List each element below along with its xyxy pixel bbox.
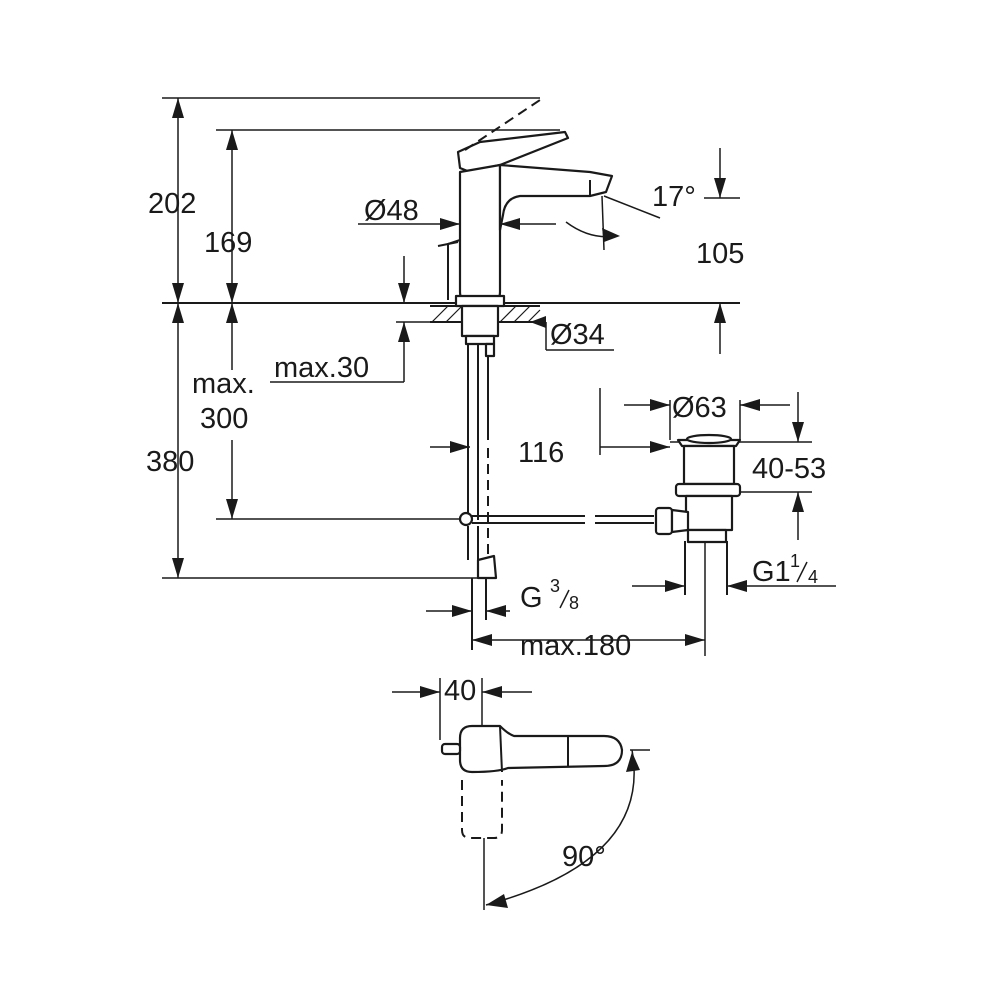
label-40: 40 — [444, 675, 476, 707]
label-300: 300 — [200, 403, 248, 435]
label-17-deg: 17° — [652, 181, 696, 213]
dimension-max-30: max.30 — [270, 256, 440, 384]
label-g1-num: 1 — [790, 551, 800, 571]
label-max-180: max.180 — [520, 630, 631, 662]
dimension-d63: Ø63 — [624, 392, 790, 440]
dimension-max-180: max.180 — [472, 541, 706, 662]
label-g: G — [520, 582, 543, 614]
label-d63: Ø63 — [672, 392, 727, 424]
dimension-169: 169 — [204, 130, 252, 303]
label-d34: Ø34 — [550, 319, 605, 351]
faucet-elevation — [437, 99, 614, 308]
waste-assembly — [654, 433, 742, 595]
dimension-380: 380 — [146, 303, 194, 578]
supply-hose — [458, 342, 498, 650]
dimension-g1-1-4: G1 1 4 — [632, 551, 836, 592]
label-g1-den: 4 — [808, 567, 818, 587]
label-max-30: max.30 — [274, 352, 369, 384]
label-40-53: 40-53 — [752, 453, 826, 485]
label-height-202: 202 — [148, 188, 196, 220]
dimension-116: 116 — [430, 437, 670, 469]
label-g-den: 8 — [569, 593, 579, 613]
dimension-d34: Ø34 — [530, 316, 614, 351]
dimension-d48: Ø48 — [358, 195, 556, 230]
label-height-169: 169 — [204, 227, 252, 259]
label-380: 380 — [146, 446, 194, 478]
dimension-40-53: 40-53 — [740, 392, 826, 540]
label-116: 116 — [518, 437, 564, 469]
label-g-num: 3 — [550, 576, 560, 596]
deck-section — [430, 304, 541, 346]
dimension-g-3-8: G 3 8 — [426, 576, 579, 617]
dimension-max-300: max. 300 — [192, 303, 255, 519]
faucet-plan-view: 40 90° — [392, 675, 650, 910]
label-105: 105 — [696, 238, 744, 270]
label-d48: Ø48 — [364, 195, 419, 227]
pull-rod — [472, 515, 654, 524]
dimension-17-deg: 17° 105 — [565, 148, 744, 354]
label-90-deg: 90° — [562, 841, 606, 873]
label-max: max. — [192, 368, 255, 400]
label-g1: G1 — [752, 556, 791, 588]
dimension-202: 202 — [148, 98, 196, 303]
